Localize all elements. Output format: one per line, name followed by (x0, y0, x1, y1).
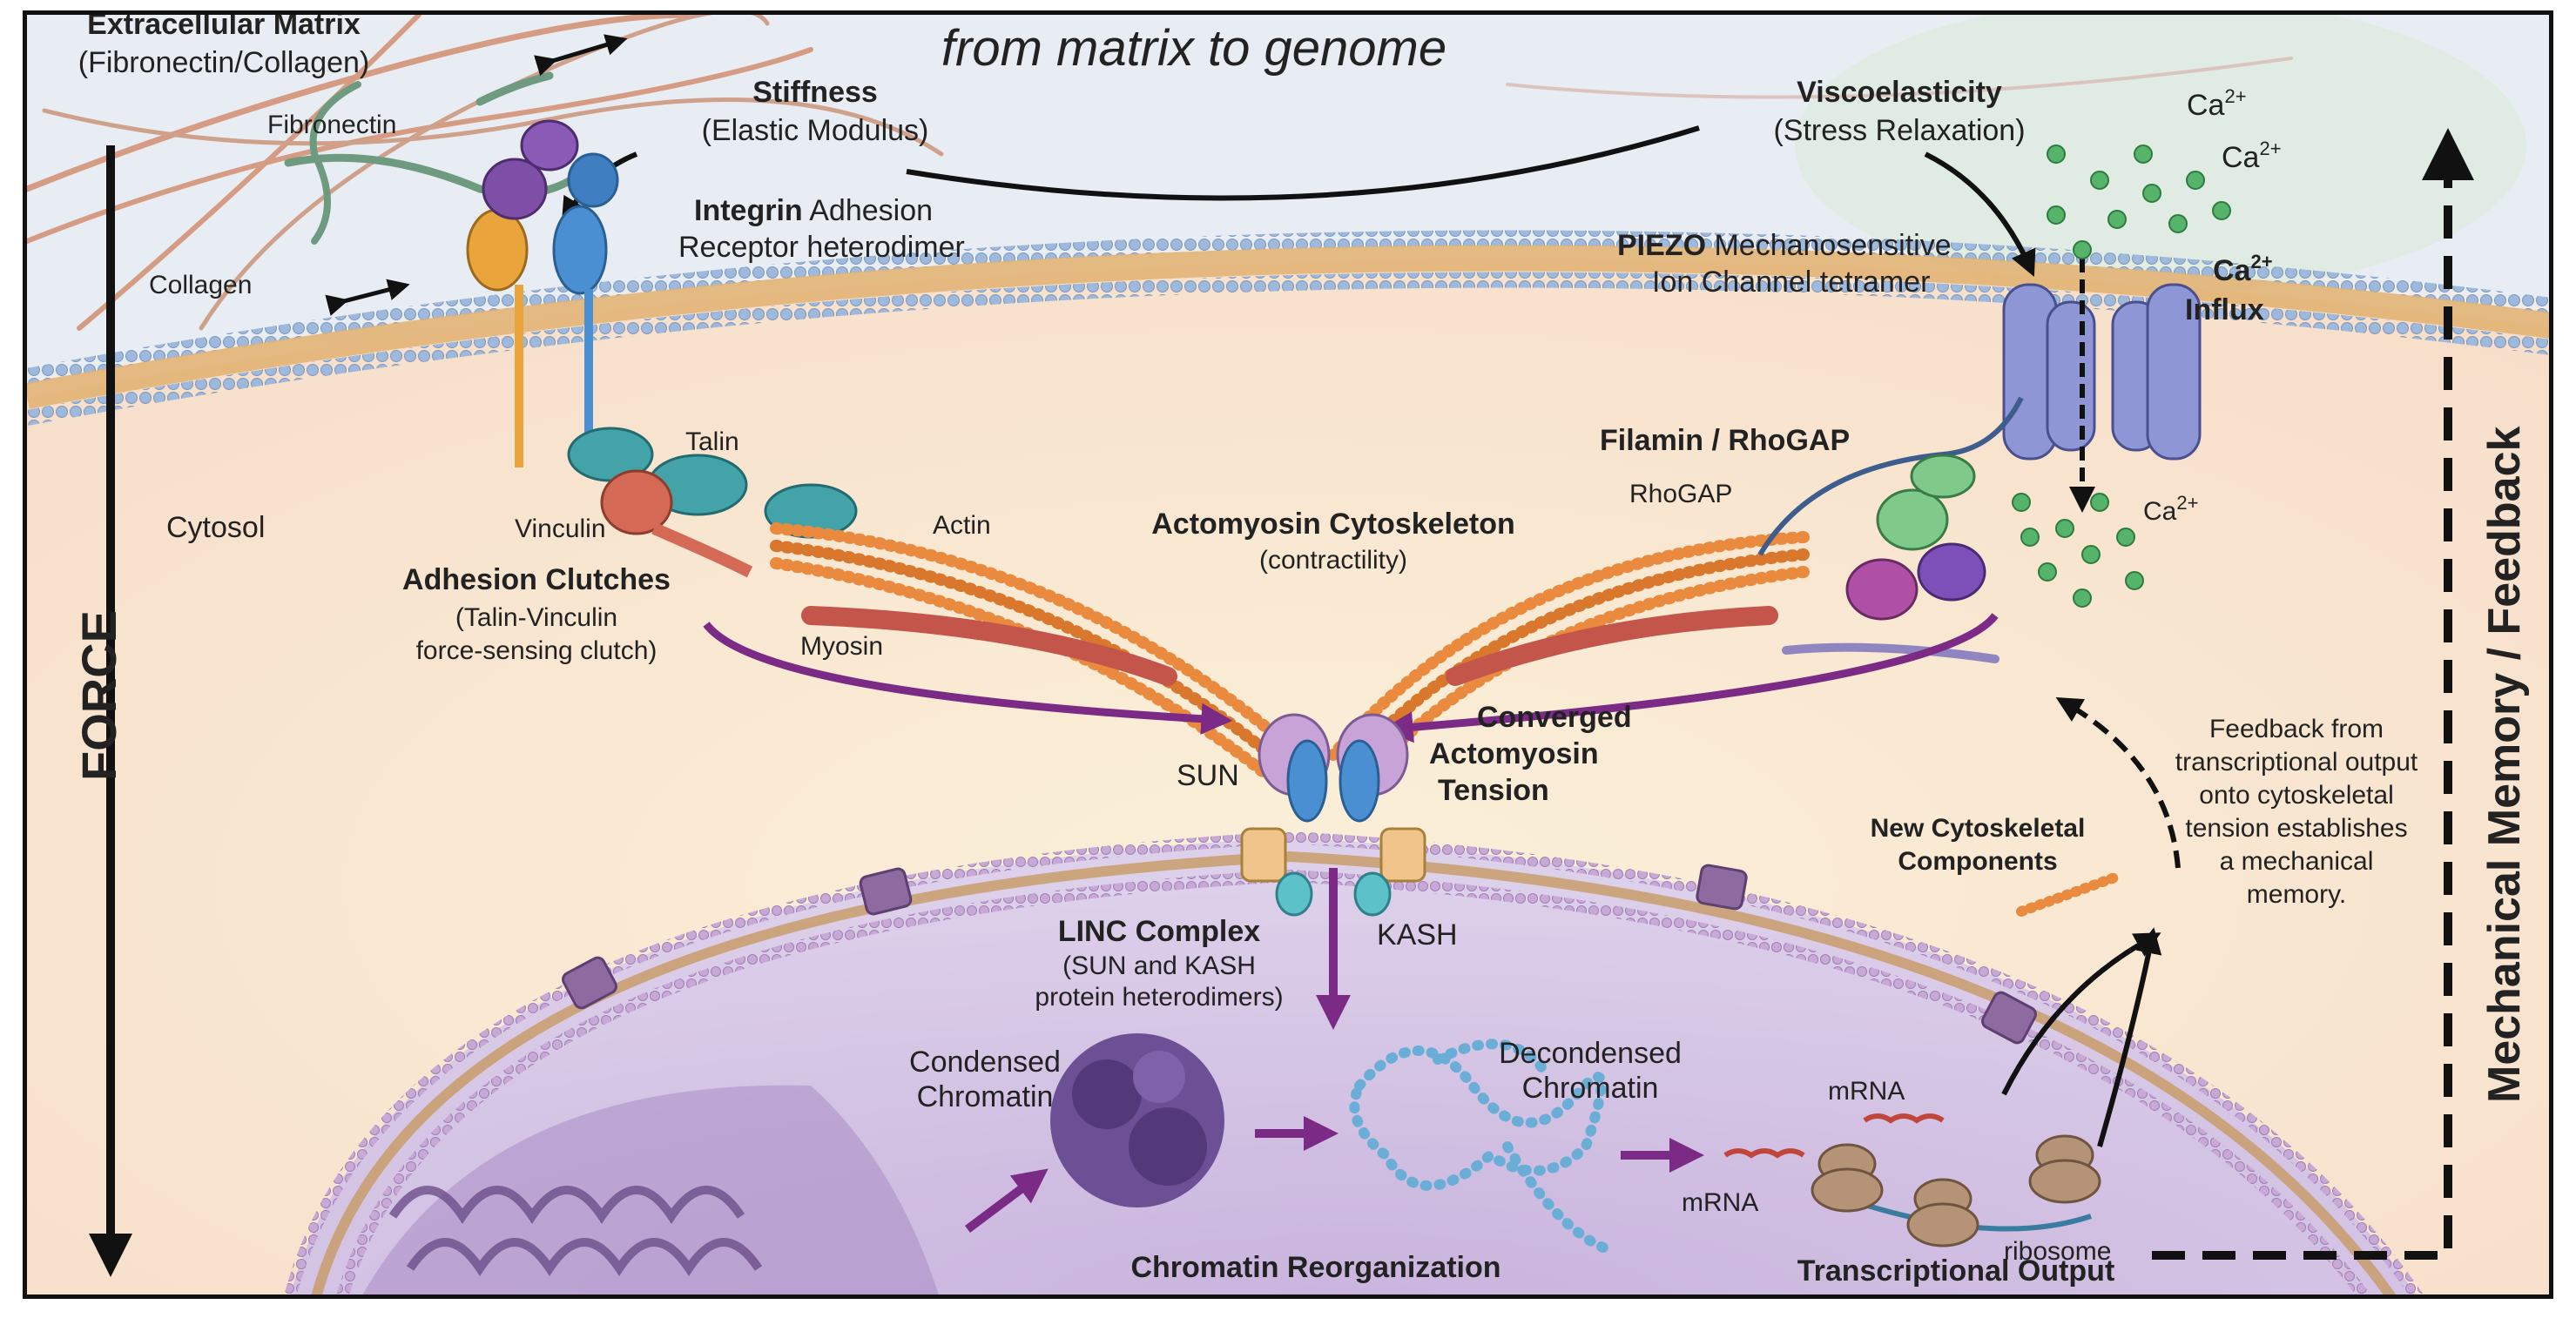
converged-line1: Converged (1477, 701, 1632, 734)
feedback-line5: a mechanical (2220, 847, 2374, 876)
actin-label: Actin (933, 511, 991, 540)
calcium-influx-ion: Ca2+ (2213, 251, 2273, 287)
nuclear-pore-complexes (562, 864, 2037, 1045)
ribosome-label: ribosome (2004, 1237, 2111, 1266)
ecm-title: Extracellular Matrix (87, 15, 361, 41)
feedback-line3: onto cytoskeletal (2199, 781, 2393, 810)
diagram-frame: from matrix to genome Extracellular Matr… (23, 10, 2553, 1299)
converged-line3: Tension (1438, 774, 1549, 807)
condensed-chromatin (1050, 1033, 1224, 1207)
feedback-line2: transcriptional output (2175, 748, 2418, 777)
collagen-double-arrow (325, 279, 410, 316)
condensed-chromatin-line2: Chromatin (917, 1080, 1054, 1113)
linc-title: LINC Complex (1058, 915, 1260, 948)
chromatin-reorganization-label: Chromatin Reorganization (1130, 1251, 1500, 1284)
piezo-name: PIEZO Mechanosensitive (1617, 229, 1952, 262)
calcium-ions-outside (2047, 145, 2231, 259)
converged-line2: Actomyosin (1429, 737, 1599, 770)
myosin-label: Myosin (800, 632, 883, 661)
new-components-line1: New Cytoskeletal (1871, 814, 2086, 843)
actomyosin-subtitle: (contractility) (1259, 546, 1407, 575)
force-label: FORCE (71, 610, 126, 781)
decondensed-chromatin-line1: Decondensed (1499, 1037, 1682, 1070)
calcium-ions-inside (2012, 493, 2144, 608)
decondensed-chromatin (1349, 1039, 1617, 1256)
memory-loop-line (2152, 171, 2452, 1260)
calcium-influx-label: Influx (2185, 293, 2264, 326)
filamin-rhogap-complex (1757, 396, 2024, 621)
filamin-rhogap-label: Filamin / RhoGAP (1600, 424, 1850, 457)
vinculin-label: Vinculin (515, 514, 606, 543)
sun-label: SUN (1177, 759, 1239, 792)
memory-label: Mechanical Memory / Feedback (2479, 427, 2530, 1103)
talin-label: Talin (685, 427, 739, 456)
collagen-label: Collagen (149, 271, 252, 299)
linc-line3: protein heterodimers) (1035, 983, 1283, 1012)
fibronectin-label: Fibronectin (267, 111, 396, 139)
nucleus-to-condensed-arrow (965, 1168, 1049, 1233)
viscoelasticity-title: Viscoelasticity (1797, 76, 2002, 109)
mechanotransduction-diagram: from matrix to genome Extracellular Matr… (27, 15, 2549, 1294)
feedback-line1: Feedback from (2209, 715, 2384, 743)
condensed-chromatin-line1: Condensed (909, 1046, 1061, 1079)
clutches-line3: force-sensing clutch) (416, 636, 657, 665)
linc-complex (1240, 713, 1426, 917)
memory-loop-arrowhead (2422, 128, 2474, 180)
calcium-glow (1795, 15, 2526, 293)
mrna-label-bottom: mRNA (1682, 1188, 1758, 1217)
rhogap-to-linc-arrow (1381, 613, 1999, 743)
output-up-arrow (2097, 927, 2162, 1147)
cytosol-label: Cytosol (166, 511, 265, 544)
decondensed-chromatin-line2: Chromatin (1522, 1072, 1659, 1105)
feedback-line6: memory. (2247, 880, 2346, 909)
viscoelasticity-arrow (1924, 151, 2036, 277)
calcium-label-3: Ca2+ (2143, 492, 2198, 526)
new-components-line2: Components (1898, 847, 2057, 876)
clutches-title: Adhesion Clutches (402, 563, 671, 596)
viscoelasticity-sweep (906, 125, 1700, 201)
integrin-name: Integrin Adhesion (694, 194, 933, 227)
ecm-subtitle: (Fibronectin/Collagen) (78, 46, 370, 79)
stiffness-title: Stiffness (752, 76, 878, 109)
kash-label: KASH (1377, 918, 1458, 952)
feedback-line4: tension establishes (2185, 814, 2407, 843)
nucleus (284, 830, 2424, 1294)
new-actin-fragment (2016, 871, 2122, 917)
vinculin-protein (600, 469, 753, 578)
clutches-line2: (Talin-Vinculin (455, 603, 617, 632)
transcriptional-output-label: Transcriptional Output (1797, 1254, 2115, 1288)
output-to-new-components-arrow (2001, 932, 2161, 1096)
clutch-to-linc-arrow (703, 622, 1233, 735)
fibronectin-double-arrow (534, 34, 628, 77)
calcium-label-2: Ca2+ (2222, 138, 2282, 174)
rhogap-label: RhoGAP (1629, 480, 1732, 508)
piezo-subtitle: Ion Channel tetramer (1652, 266, 1930, 299)
stiffness-subtitle: (Elastic Modulus) (702, 114, 929, 147)
ribosomes (1811, 1134, 2101, 1247)
integrin-heterodimer (466, 119, 619, 467)
diagram-title: from matrix to genome (941, 20, 1446, 77)
piezo-channel (2002, 283, 2202, 461)
calcium-label-1: Ca2+ (2187, 85, 2247, 122)
viscoelasticity-subtitle: (Stress Relaxation) (1773, 114, 2025, 147)
ecm-fibers (27, 15, 2293, 331)
mrna-label-top: mRNA (1828, 1077, 1905, 1106)
integrin-subtitle: Receptor heterodimer (678, 231, 965, 264)
actomyosin-title: Actomyosin Cytoskeleton (1151, 508, 1515, 541)
linc-line2: (SUN and KASH (1062, 952, 1256, 980)
